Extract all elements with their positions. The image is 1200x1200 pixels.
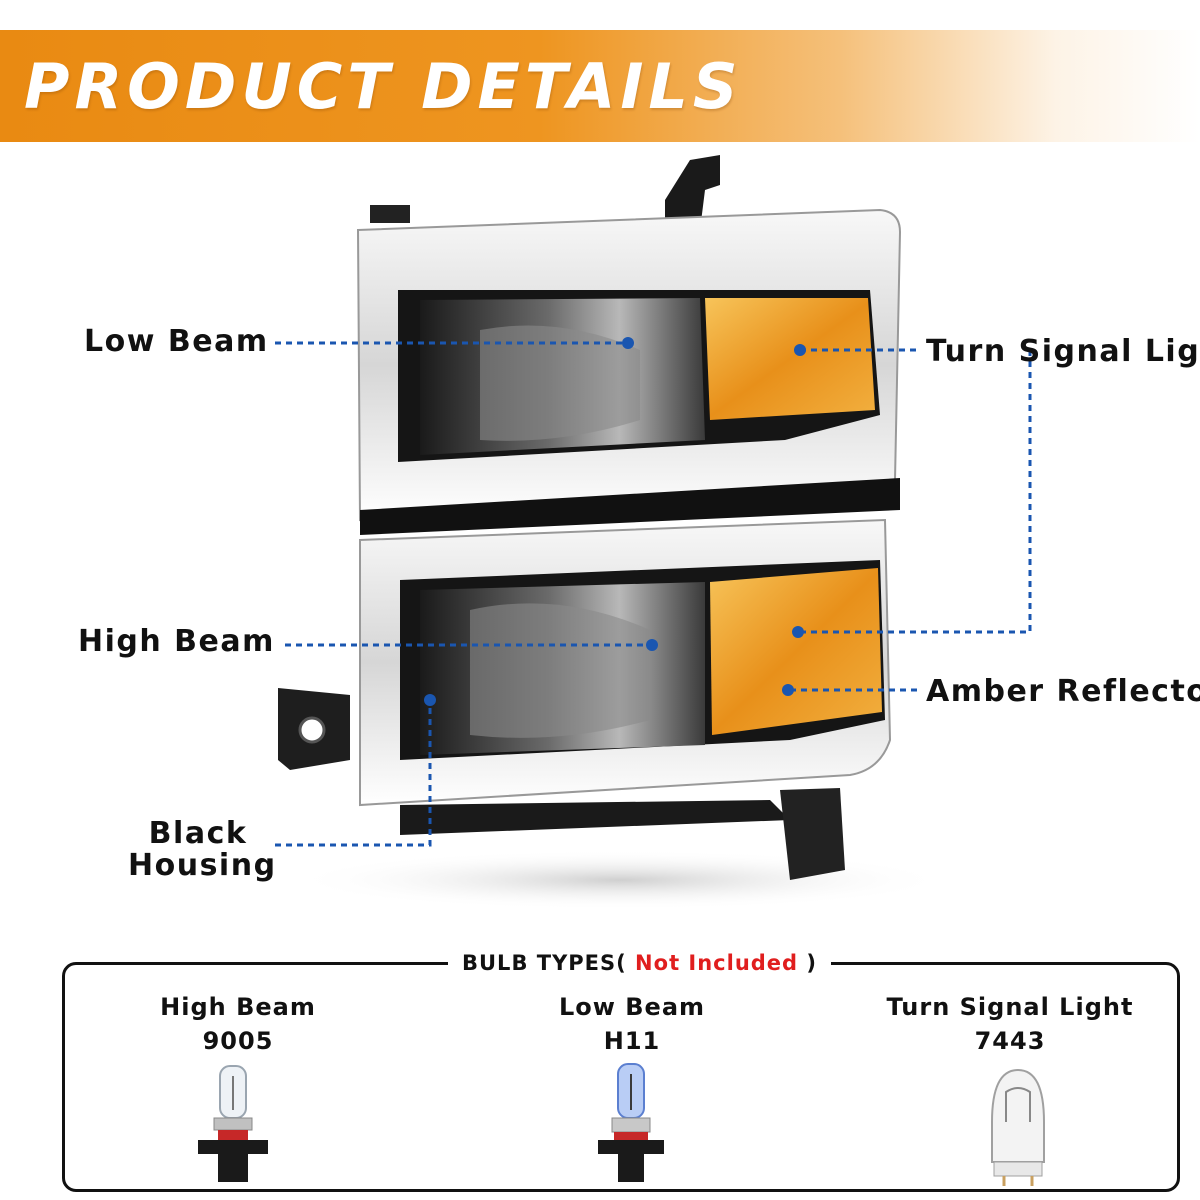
mount-hole xyxy=(298,716,326,744)
bulb-9005-icon xyxy=(198,1065,268,1182)
bulb-item-turn-signal: Turn Signal Light 7443 xyxy=(860,990,1160,1058)
bulb-h11-icon xyxy=(598,1063,664,1182)
callout-black-housing-line1: Black xyxy=(148,816,248,851)
upper-amber-lens xyxy=(705,298,875,420)
bulb-code: H11 xyxy=(603,1027,661,1055)
bottom-housing xyxy=(400,800,790,835)
callout-turn-signal: Turn Signal Light xyxy=(926,334,1200,369)
center-black-strip xyxy=(360,478,900,535)
callout-low-beam: Low Beam xyxy=(84,324,269,359)
callout-black-housing: Black Housing xyxy=(128,816,275,882)
callout-black-housing-line2: Housing xyxy=(128,848,277,883)
mount-tab-left xyxy=(370,205,410,223)
bulb-name: High Beam xyxy=(160,993,316,1021)
bulb-heading-prefix: BULB TYPES( xyxy=(462,951,627,975)
bulb-code: 9005 xyxy=(202,1027,274,1055)
bulb-types-heading: BULB TYPES( Not Included ) xyxy=(448,948,832,978)
callout-lines xyxy=(275,341,1032,847)
headlight-illustration xyxy=(275,155,1032,910)
title-banner: PRODUCT DETAILS xyxy=(0,30,1200,142)
bulb-heading-suffix: ) xyxy=(806,951,818,975)
banner-title: PRODUCT DETAILS xyxy=(24,50,743,123)
callout-amber-reflector: Amber Reflector xyxy=(926,674,1200,709)
bulb-item-high-beam: High Beam 9005 xyxy=(88,990,388,1058)
bulb-code: 7443 xyxy=(974,1027,1046,1055)
headlight-image xyxy=(275,155,1032,910)
callout-dots xyxy=(424,337,806,706)
floor-shadow xyxy=(290,850,950,910)
callout-high-beam: High Beam xyxy=(78,624,275,659)
high-beam-facets xyxy=(470,603,650,738)
bulb-name: Turn Signal Light xyxy=(886,993,1134,1021)
connector-plug xyxy=(780,788,845,880)
lower-amber-lens xyxy=(710,568,882,735)
low-beam-facets xyxy=(480,325,640,441)
bulb-item-low-beam: Low Beam H11 xyxy=(482,990,782,1058)
mount-bracket-top xyxy=(665,155,720,232)
bulb-name: Low Beam xyxy=(558,993,706,1021)
bulb-heading-note: Not Included xyxy=(626,951,807,975)
bulb-7443-icon xyxy=(991,1068,1045,1186)
